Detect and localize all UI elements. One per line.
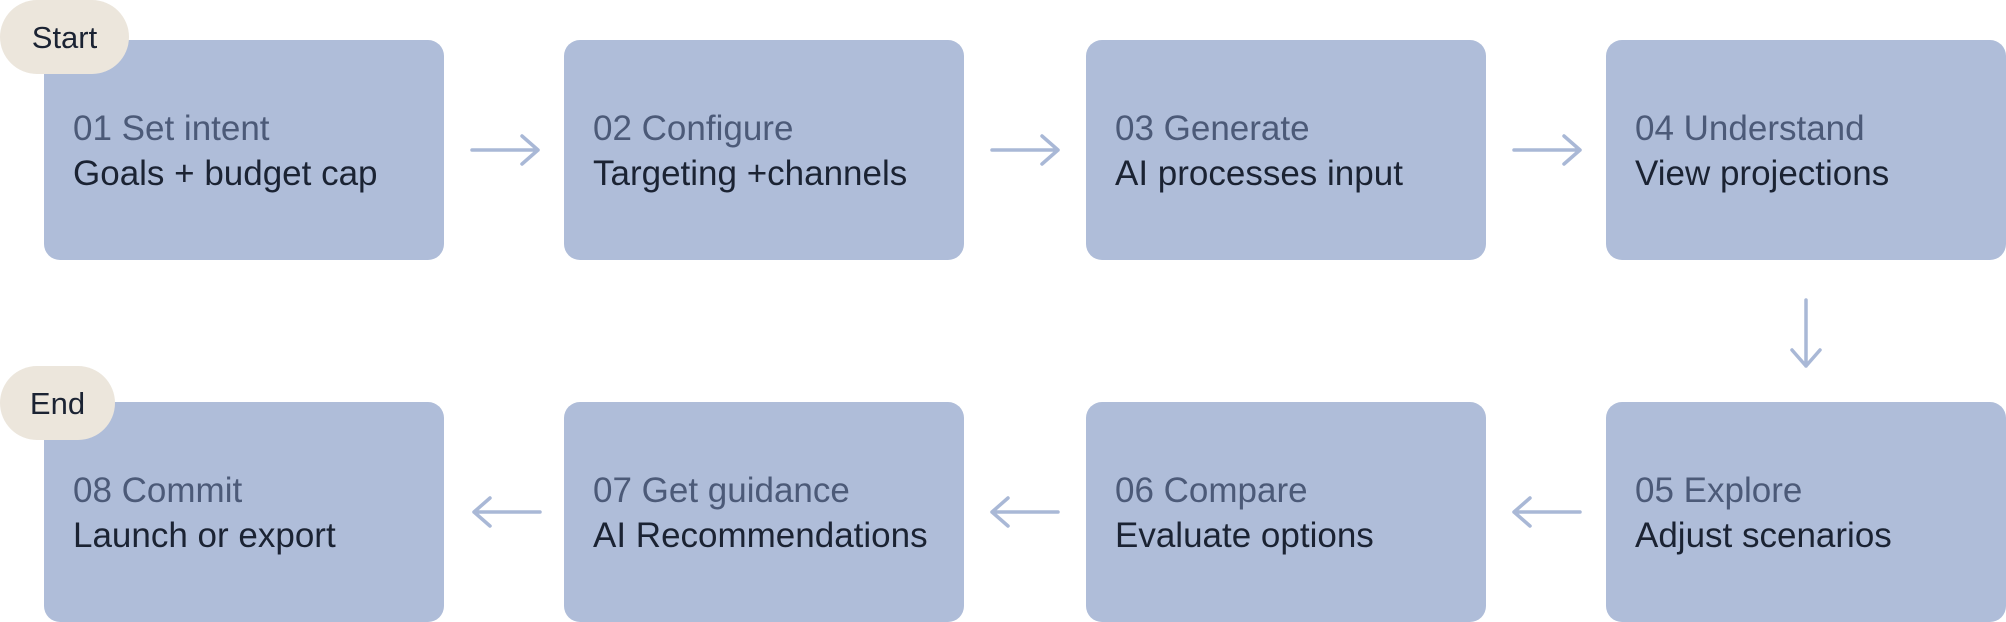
step-04-description: View projections bbox=[1635, 154, 1890, 193]
step-03-description: AI processes input bbox=[1115, 154, 1403, 193]
step-05-description: Adjust scenarios bbox=[1635, 516, 1892, 555]
step-04: 04 Understand View projections bbox=[1606, 40, 2006, 260]
arrow-left-icon bbox=[472, 496, 542, 528]
step-02-title: 02 Configure bbox=[593, 109, 794, 148]
arrow-right-icon bbox=[1512, 134, 1582, 166]
step-01-title: 01 Set intent bbox=[73, 109, 270, 148]
step-02: 02 Configure Targeting +channels bbox=[564, 40, 964, 260]
step-06-description: Evaluate options bbox=[1115, 516, 1374, 555]
step-01: 01 Set intent Goals + budget cap bbox=[44, 40, 444, 260]
end-badge: End bbox=[0, 366, 115, 440]
arrow-right-icon bbox=[470, 134, 540, 166]
step-08-description: Launch or export bbox=[73, 516, 336, 555]
step-06-title: 06 Compare bbox=[1115, 471, 1308, 510]
step-05-title: 05 Explore bbox=[1635, 471, 1803, 510]
arrow-right-icon bbox=[990, 134, 1060, 166]
step-07: 07 Get guidance AI Recommendations bbox=[564, 402, 964, 622]
arrow-left-icon bbox=[990, 496, 1060, 528]
step-08: 08 Commit Launch or export bbox=[44, 402, 444, 622]
step-08-title: 08 Commit bbox=[73, 471, 243, 510]
step-07-title: 07 Get guidance bbox=[593, 471, 850, 510]
step-03-title: 03 Generate bbox=[1115, 109, 1310, 148]
step-04-title: 04 Understand bbox=[1635, 109, 1865, 148]
step-03: 03 Generate AI processes input bbox=[1086, 40, 1486, 260]
step-05: 05 Explore Adjust scenarios bbox=[1606, 402, 2006, 622]
arrow-down-icon bbox=[1790, 298, 1822, 368]
start-badge: Start bbox=[0, 0, 129, 74]
step-06: 06 Compare Evaluate options bbox=[1086, 402, 1486, 622]
step-02-description: Targeting +channels bbox=[593, 154, 908, 193]
arrow-left-icon bbox=[1512, 496, 1582, 528]
step-07-description: AI Recommendations bbox=[593, 516, 928, 555]
step-01-description: Goals + budget cap bbox=[73, 154, 378, 193]
